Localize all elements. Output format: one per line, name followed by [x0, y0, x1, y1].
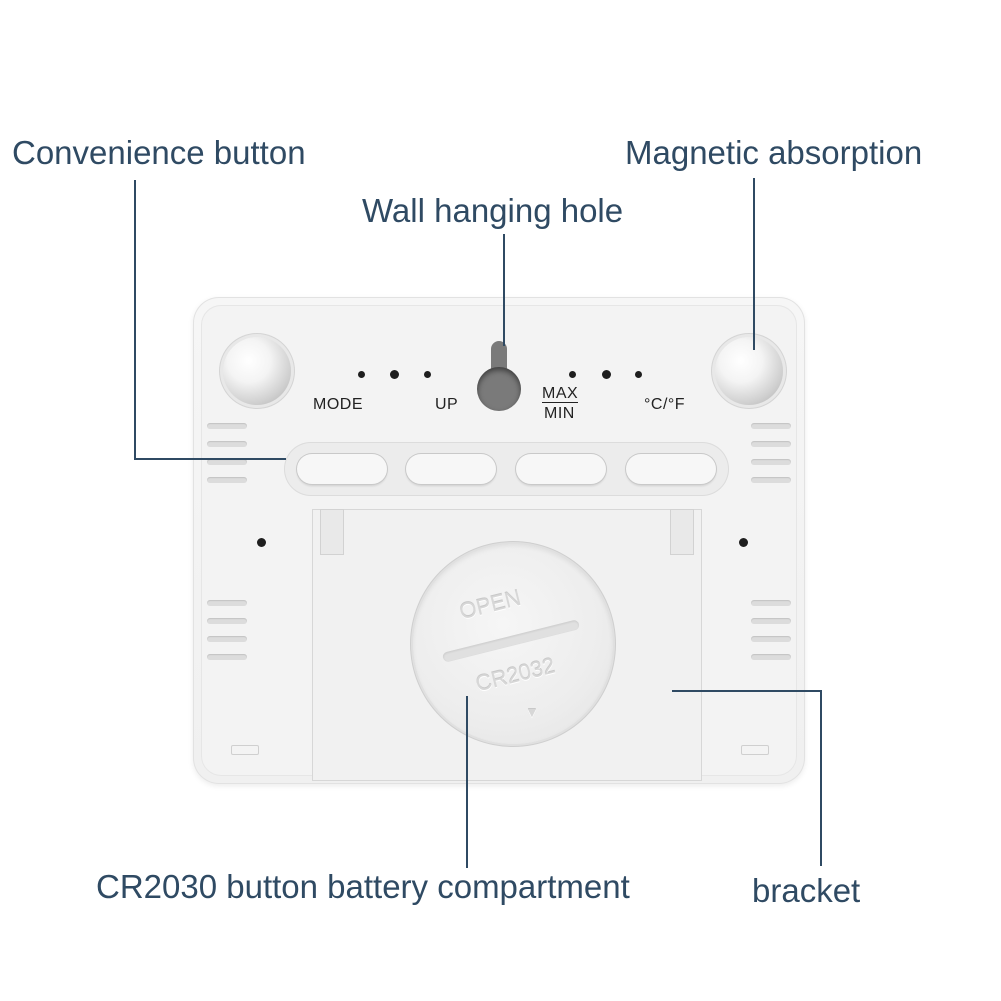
battery-model-marking: CR2032	[473, 652, 558, 697]
vent-slot	[751, 477, 791, 483]
vent-slot	[207, 441, 247, 447]
vent-slot	[207, 477, 247, 483]
vent-slot	[207, 600, 247, 606]
unit-button[interactable]	[626, 454, 716, 484]
vent-slot	[207, 423, 247, 429]
vent-slot	[751, 459, 791, 465]
vent-slot	[207, 618, 247, 624]
bracket-hinge-right	[671, 510, 693, 554]
vent-slot	[751, 600, 791, 606]
indicator-dot	[424, 371, 431, 378]
vent-slot	[207, 654, 247, 660]
callout-magnetic-absorption: Magnetic absorption	[625, 134, 923, 171]
indicator-dot	[635, 371, 642, 378]
leader-magnetic-absorption	[753, 178, 755, 350]
max-label: MAX	[542, 385, 579, 403]
magnet-left	[223, 337, 291, 405]
arrow-marking: ▼	[525, 704, 539, 720]
battery-compartment-cover[interactable]: OPEN CR2032 ▼	[413, 544, 613, 744]
leader-bracket-horizontal	[672, 690, 822, 692]
foot-left	[231, 745, 259, 755]
vent-slot	[751, 636, 791, 642]
min-label: MIN	[544, 405, 575, 422]
bracket[interactable]: OPEN CR2032 ▼	[313, 510, 701, 780]
leader-convenience-button	[134, 180, 136, 460]
device-face: MODE UP MAX MIN °C/°F	[201, 305, 797, 780]
leader-convenience-button-horizontal	[134, 458, 286, 460]
vent-slot	[207, 636, 247, 642]
vent-slot	[207, 459, 247, 465]
thermometer-back-panel: MODE UP MAX MIN °C/°F	[193, 297, 805, 784]
screw-hole-left	[257, 538, 266, 547]
callout-wall-hanging-hole: Wall hanging hole	[362, 192, 624, 229]
screw-hole-right	[739, 538, 748, 547]
vent-slot	[751, 441, 791, 447]
coin-slot	[441, 619, 581, 663]
open-marking: OPEN	[456, 584, 524, 625]
unit-label: °C/°F	[644, 396, 686, 413]
callout-bracket: bracket	[752, 872, 861, 909]
callout-battery-compartment: CR2030 button battery compartment	[96, 868, 630, 905]
wall-hanging-hole	[477, 367, 521, 411]
max-min-button[interactable]	[516, 454, 606, 484]
foot-right	[741, 745, 769, 755]
callout-convenience-button: Convenience button	[12, 134, 306, 171]
up-label: UP	[435, 396, 459, 413]
leader-wall-hanging-hole	[503, 234, 505, 346]
keyhole-slot	[491, 341, 507, 375]
indicator-dot	[602, 370, 611, 379]
button-row	[284, 442, 729, 496]
vent-slot	[751, 423, 791, 429]
magnet-right	[715, 337, 783, 405]
vent-slot	[751, 618, 791, 624]
indicator-dot	[569, 371, 576, 378]
mode-label: MODE	[313, 396, 363, 413]
indicator-dot	[358, 371, 365, 378]
up-button[interactable]	[406, 454, 496, 484]
mode-button[interactable]	[297, 454, 387, 484]
leader-bracket	[820, 690, 822, 866]
leader-battery-compartment	[466, 696, 468, 868]
vent-slot	[751, 654, 791, 660]
indicator-dot	[390, 370, 399, 379]
bracket-hinge-left	[321, 510, 343, 554]
